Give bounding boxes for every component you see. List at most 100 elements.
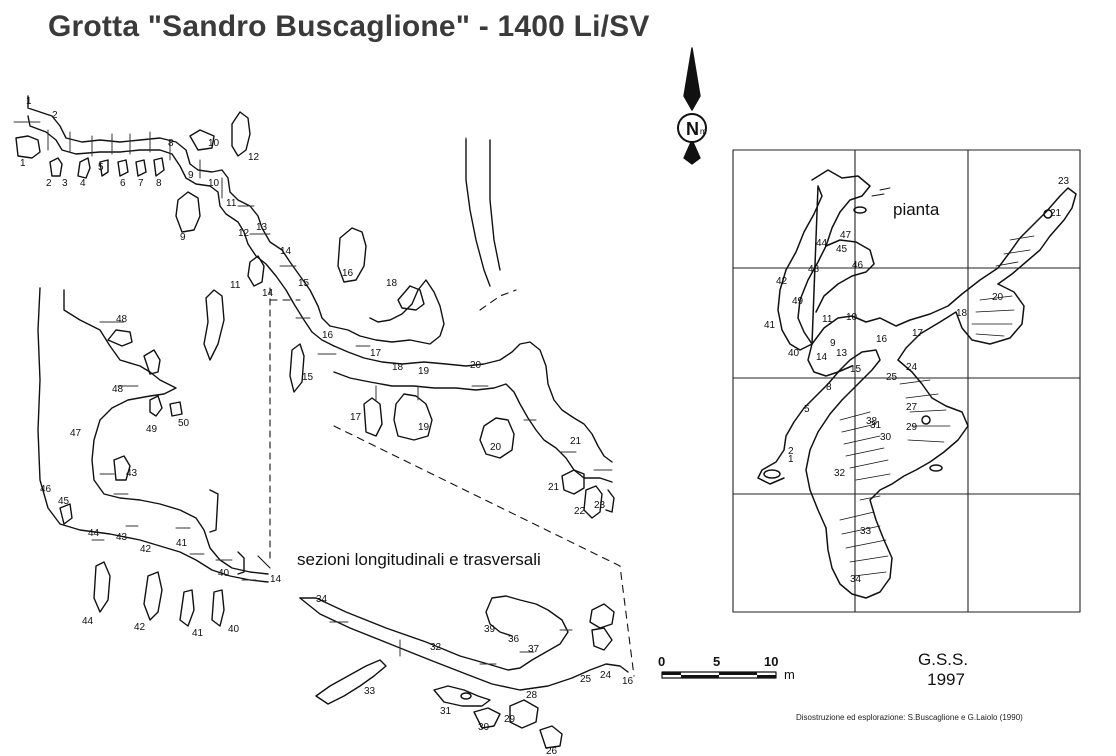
station-label-18: 18 <box>392 362 404 373</box>
survey-group: G.S.S. <box>918 650 969 669</box>
station-label-13: 13 <box>256 222 268 233</box>
station-label-4: 4 <box>80 178 86 189</box>
station-label-9: 9 <box>188 170 194 181</box>
station-label-15: 15 <box>298 278 310 289</box>
station-label-15: 15 <box>302 372 314 383</box>
station-label-8: 8 <box>826 382 832 393</box>
sections-label: sezioni longitudinali e trasversali <box>297 550 541 569</box>
station-label-5: 5 <box>98 162 104 173</box>
station-label-12: 12 <box>248 152 260 163</box>
station-label-12: 12 <box>238 228 250 239</box>
plan-grid <box>732 149 1081 613</box>
station-label-11: 11 <box>226 198 237 209</box>
station-label-44: 44 <box>82 616 94 627</box>
exploration-credits: Disostruzione ed esplorazione: S.Buscagl… <box>796 713 1023 722</box>
station-label-28: 28 <box>526 690 538 701</box>
station-label-20: 20 <box>470 360 482 371</box>
station-label-25: 25 <box>580 674 592 685</box>
station-label-40: 40 <box>218 568 230 579</box>
station-label-1: 1 <box>788 454 794 465</box>
station-label-14: 14 <box>262 288 274 299</box>
station-label-36: 36 <box>508 634 520 645</box>
station-label-48: 48 <box>116 314 128 325</box>
plan-cave-outline <box>757 169 1077 599</box>
station-label-30: 30 <box>478 722 490 733</box>
station-label-20: 20 <box>992 292 1004 303</box>
station-label-10: 10 <box>208 138 220 149</box>
station-label-45: 45 <box>836 244 848 255</box>
station-label-19: 19 <box>418 422 430 433</box>
station-label-17: 17 <box>350 412 362 423</box>
station-label-2: 2 <box>52 110 58 121</box>
station-label-10: 10 <box>208 178 220 189</box>
station-label-10: 10 <box>846 312 858 323</box>
dashed-connectors <box>269 137 635 677</box>
station-label-21: 21 <box>1050 208 1062 219</box>
station-label-33: 33 <box>364 686 376 697</box>
station-label-15: 15 <box>850 364 862 375</box>
station-label-42: 42 <box>776 276 788 287</box>
station-label-47: 47 <box>840 230 852 241</box>
section-upper <box>15 95 615 519</box>
station-label-27: 27 <box>906 402 918 413</box>
station-label-18: 18 <box>386 278 398 289</box>
station-label-44: 44 <box>88 528 100 539</box>
station-label-48: 48 <box>808 264 820 275</box>
survey-year: 1997 <box>927 670 965 689</box>
station-label-46: 46 <box>852 260 864 271</box>
station-label-24: 24 <box>600 670 612 681</box>
station-label-29: 29 <box>504 714 516 725</box>
station-label-41: 41 <box>176 538 188 549</box>
station-label-16: 16 <box>322 330 334 341</box>
station-label-41: 41 <box>192 628 204 639</box>
north-letter: N <box>686 119 699 139</box>
station-label-22: 22 <box>574 506 586 517</box>
station-label-11: 11 <box>822 314 833 325</box>
station-label-16: 16 <box>876 334 888 345</box>
station-label-37: 37 <box>528 644 540 655</box>
station-label-13: 13 <box>836 348 848 359</box>
station-label-14: 14 <box>816 352 828 363</box>
scale-tick-5: 5 <box>713 654 721 669</box>
station-label-25: 25 <box>886 372 898 383</box>
station-label-14: 14 <box>280 246 292 257</box>
station-label-16: 16 <box>622 676 634 687</box>
station-label-31: 31 <box>440 706 452 717</box>
section-bottom <box>299 595 629 749</box>
station-label-14: 14 <box>270 574 282 585</box>
station-label-34: 34 <box>850 574 862 585</box>
station-label-9: 9 <box>180 232 186 243</box>
station-label-46: 46 <box>40 484 52 495</box>
station-label-33: 33 <box>860 526 872 537</box>
station-label-42: 42 <box>134 622 146 633</box>
station-label-48: 48 <box>112 384 124 395</box>
station-label-43: 43 <box>116 532 128 543</box>
station-label-11: 11 <box>230 280 241 291</box>
station-label-32: 32 <box>430 642 442 653</box>
scale-tick-0: 0 <box>658 654 666 669</box>
station-label-30: 30 <box>880 432 892 443</box>
station-label-39: 39 <box>484 624 496 635</box>
station-label-49: 49 <box>792 296 804 307</box>
station-label-31: 31 <box>870 420 882 431</box>
station-label-9: 9 <box>830 338 836 349</box>
plan-label: pianta <box>893 200 940 219</box>
station-label-45: 45 <box>58 496 70 507</box>
station-label-44: 44 <box>816 238 828 249</box>
scale-tick-10: 10 <box>764 654 779 669</box>
section-left <box>37 287 271 627</box>
station-label-6: 6 <box>120 178 126 189</box>
station-label-40: 40 <box>788 348 800 359</box>
station-label-20: 20 <box>490 442 502 453</box>
station-label-16: 16 <box>342 268 354 279</box>
section-ticks <box>13 121 613 665</box>
station-label-34: 34 <box>316 594 328 605</box>
station-label-18: 18 <box>956 308 968 319</box>
station-label-8: 8 <box>168 138 174 149</box>
station-label-43: 43 <box>126 468 138 479</box>
station-label-32: 32 <box>834 468 846 479</box>
station-label-17: 17 <box>912 328 924 339</box>
